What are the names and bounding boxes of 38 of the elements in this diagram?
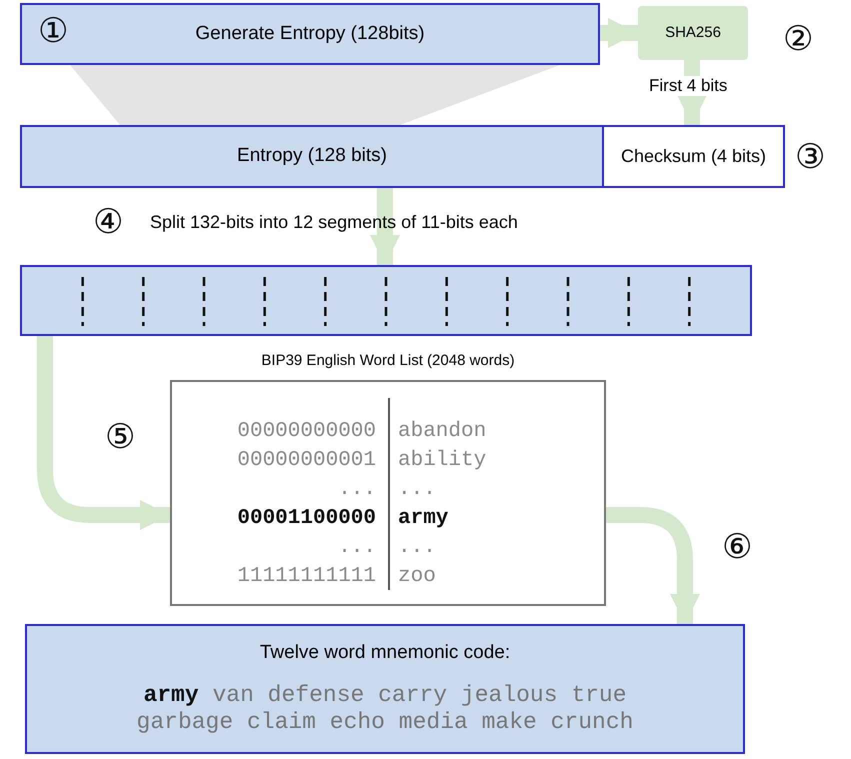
- step-number: ③: [795, 140, 825, 174]
- mnemonic-box: [25, 624, 745, 754]
- step-text: Split 132-bits into 12 segments of 11-bits each: [150, 212, 518, 233]
- box-text: Twelve word mnemonic code:: [258, 642, 512, 664]
- data-box: [20, 125, 604, 188]
- table-cell: ability: [398, 449, 486, 473]
- box-text: SHA256: [664, 24, 722, 42]
- box-text: Entropy (128 bits): [236, 145, 388, 168]
- arrow: [370, 188, 400, 265]
- arrow: [600, 18, 638, 48]
- table-cell: 11111111111: [237, 565, 376, 589]
- step-number: ⑤: [105, 420, 135, 454]
- table-cell: army: [398, 507, 448, 531]
- table-cell: 00001100000: [237, 507, 376, 531]
- table-cell: ...: [398, 478, 436, 502]
- arrow: [677, 60, 707, 125]
- process-box: [20, 3, 600, 65]
- segment-bar: [20, 265, 752, 336]
- step-number: ⑥: [722, 530, 752, 564]
- funnel-connector: [70, 65, 560, 125]
- table-cell: 00000000000: [237, 420, 376, 444]
- table-cell: ...: [338, 478, 376, 502]
- arrow: [37, 336, 170, 530]
- table-cell: 00000000001: [237, 449, 376, 473]
- step-number: ①: [38, 14, 68, 48]
- arrow: [606, 507, 700, 624]
- box-text: Checksum (4 bits): [620, 146, 768, 168]
- step-number: ④: [93, 205, 123, 239]
- checksum-box: [602, 125, 785, 188]
- hash-box: [638, 6, 748, 60]
- table-cell: ...: [398, 536, 436, 560]
- mnemonic-words: army van defense carry jealous true garbage claim echo media make crunch: [136, 682, 634, 736]
- step-number: ②: [783, 22, 813, 56]
- table-cell: abandon: [398, 420, 486, 444]
- table-cell: zoo: [398, 565, 436, 589]
- table-cell: ...: [338, 536, 376, 560]
- box-text: Generate Entropy (128bits): [194, 22, 426, 46]
- table-title: BIP39 English Word List (2048 words): [260, 352, 516, 370]
